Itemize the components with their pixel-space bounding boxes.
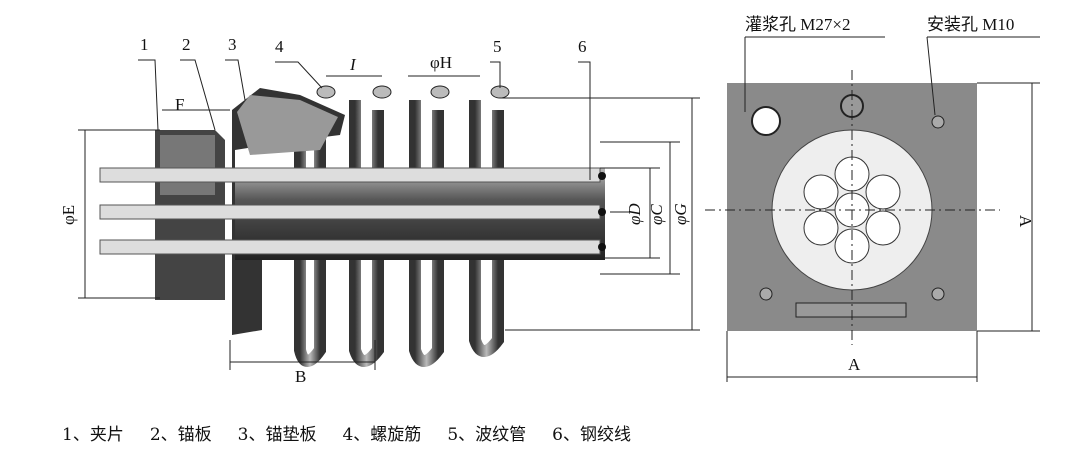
grout-hole-label: 灌浆孔 M27×2	[745, 15, 850, 34]
dim-A-vertical: A	[1016, 215, 1035, 228]
dim-I: I	[349, 55, 357, 74]
mount-hole-label: 安装孔 M10	[927, 15, 1014, 34]
part-label-6: 6	[578, 37, 587, 56]
legend-item: 1、夹片	[62, 425, 124, 445]
dim-G: φG	[671, 203, 690, 225]
legend-item: 4、螺旋筋	[342, 425, 422, 445]
legend-item: 6、钢绞线	[552, 425, 631, 445]
dim-D: φD	[625, 203, 644, 225]
bearing-plate	[232, 88, 345, 335]
legend-item: 5、波纹管	[447, 425, 527, 445]
dim-H: φH	[430, 53, 452, 72]
side-view: 1 2 3 4 5 6 I φH F φE B φD φC φG	[59, 35, 700, 386]
part-label-2: 2	[182, 35, 191, 54]
mount-hole	[931, 115, 945, 129]
end-view: 灌浆孔 M27×2 安装孔 M10 A A	[705, 15, 1040, 382]
dim-F: F	[175, 95, 184, 114]
spiral-rebar	[294, 100, 504, 367]
legend-item: 3、锚垫板	[237, 425, 317, 445]
dim-E: φE	[59, 205, 78, 225]
dim-A-horizontal: A	[848, 355, 861, 374]
grout-hole	[751, 106, 781, 136]
legend: 1、夹片 2、锚板 3、锚垫板 4、螺旋筋 5、波纹管 6、钢绞线	[62, 420, 657, 445]
part-label-5: 5	[493, 37, 502, 56]
dim-B: B	[295, 367, 306, 386]
dim-C: φC	[647, 204, 666, 225]
part-label-3: 3	[228, 35, 237, 54]
legend-item: 2、锚板	[149, 425, 212, 445]
part-label-1: 1	[140, 35, 149, 54]
part-label-4: 4	[275, 37, 284, 56]
steel-strands	[99, 167, 606, 255]
